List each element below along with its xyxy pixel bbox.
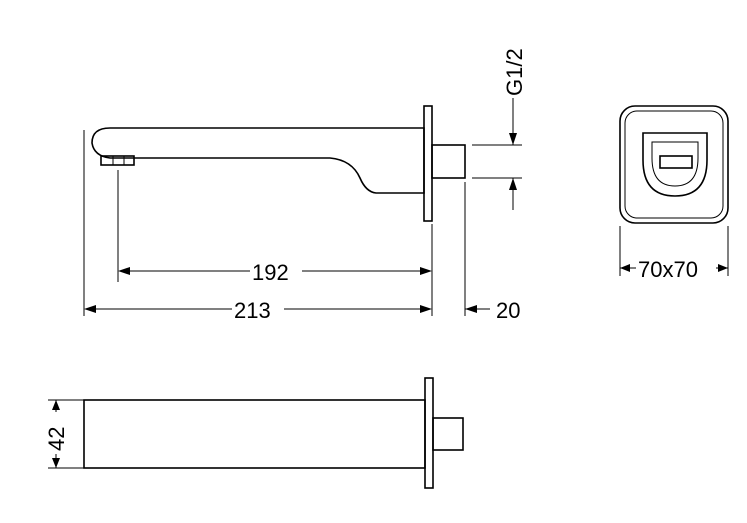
reach-dimension: 192	[117, 170, 433, 316]
thread-dimension: G1/2	[472, 48, 527, 210]
thread-label: G1/2	[502, 48, 527, 96]
cover-plate-inner	[624, 110, 724, 219]
total-length-label: 213	[234, 298, 271, 323]
outlet-aerator	[659, 155, 693, 169]
top-connector	[432, 417, 464, 451]
side-view	[91, 105, 466, 222]
threaded-connector	[431, 144, 466, 179]
plate-label: 70x70	[638, 257, 698, 282]
reach-label: 192	[252, 260, 289, 285]
offset-label: 20	[496, 298, 520, 323]
height-label: 42	[44, 427, 69, 451]
offset-dimension: 20	[464, 182, 520, 323]
plate-dimension: 70x70	[619, 226, 729, 282]
total-length-dimension: 213	[83, 130, 432, 323]
spout-profile	[91, 127, 425, 194]
aerator	[100, 155, 135, 166]
wall-plate	[423, 105, 433, 222]
spout-top-body	[83, 399, 426, 469]
cover-plate-outer	[619, 105, 729, 224]
top-view	[83, 377, 464, 489]
spout-outlet-profile	[642, 132, 708, 197]
top-wall-plate	[424, 377, 434, 489]
height-dimension: 42	[44, 399, 84, 469]
front-view	[619, 105, 729, 224]
